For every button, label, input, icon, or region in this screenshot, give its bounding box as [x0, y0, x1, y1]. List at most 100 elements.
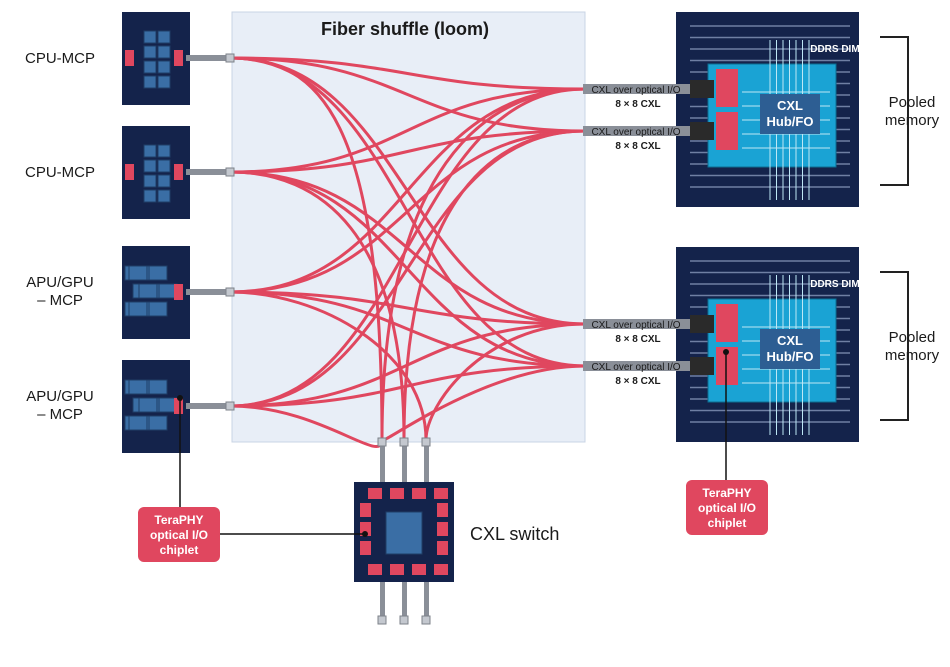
core-block — [157, 174, 171, 188]
core-block — [143, 144, 157, 158]
fiber-src2-port2 — [228, 129, 587, 174]
fiber-src3-port4 — [228, 290, 587, 368]
core-block — [128, 379, 148, 395]
core-block — [157, 159, 171, 173]
callout-dot — [723, 349, 729, 355]
core-block — [138, 283, 158, 299]
core-block — [143, 60, 157, 74]
callout-text-line2: optical I/O — [698, 501, 756, 515]
switch-top-cap — [399, 437, 409, 447]
source-chip-1: CPU-MCP — [25, 12, 235, 105]
cxl-switch-label: CXL switch — [470, 524, 559, 544]
source-connector-cap — [225, 287, 235, 297]
source-connector-tube — [186, 403, 228, 409]
port-tube — [583, 84, 690, 94]
hub-label-line1: CXL — [777, 98, 803, 113]
core-block — [157, 189, 171, 203]
core-block — [148, 415, 168, 431]
source-label-line1: APU/GPU — [26, 274, 94, 291]
core-block — [148, 265, 168, 281]
hub-label-line2: Hub/FO — [767, 114, 814, 129]
callout-text-line2: optical I/O — [150, 528, 208, 542]
core-block — [143, 189, 157, 203]
port-tube — [583, 319, 690, 329]
switch-chiplet — [368, 488, 382, 499]
hub-box — [760, 94, 820, 134]
switch-chiplet — [412, 564, 426, 575]
connector-housing — [690, 315, 714, 333]
switch-bottom-cap — [399, 615, 409, 625]
pool-bracket — [880, 271, 909, 421]
port-lanes: 8 × 8 CXL — [615, 376, 660, 387]
memory-port-3: CXL over optical I/O8 × 8 CXL — [583, 319, 690, 345]
pool-label-line1: Pooled — [889, 329, 936, 346]
callout-text-line3: chiplet — [708, 516, 747, 530]
fiber-port2-switch — [402, 129, 587, 442]
fiber-port4-switch — [380, 364, 587, 442]
hub-label-line2: Hub/FO — [767, 349, 814, 364]
hub-label-line1: CXL — [777, 333, 803, 348]
optical-chiplet — [716, 304, 738, 342]
pool-label-line2: memory — [885, 347, 940, 364]
source-label-line2: – MCP — [37, 406, 83, 423]
dimm-label: DDRS DIMM — [810, 279, 868, 290]
pool-label-line1: Pooled — [889, 94, 936, 111]
optical-chiplet — [716, 347, 738, 385]
switch-top-tube — [380, 442, 385, 482]
optical-chiplet — [174, 50, 183, 66]
fiber-shuffle-panel — [231, 11, 586, 443]
switch-bottom-cap — [421, 615, 431, 625]
fiber-src2-port1 — [228, 87, 587, 174]
switch-bottom-cap — [377, 615, 387, 625]
callout-box — [686, 480, 768, 535]
source-connector-cap — [225, 167, 235, 177]
optical-chiplet — [174, 284, 183, 300]
connector-housing — [690, 122, 714, 140]
port-tube — [583, 126, 690, 136]
port-tube — [583, 361, 690, 371]
port-label: CXL over optical I/O — [591, 320, 680, 331]
switch-chiplet — [360, 522, 371, 536]
optical-chiplet — [716, 112, 738, 150]
core-block — [157, 144, 171, 158]
source-label-line1: APU/GPU — [26, 388, 94, 405]
pool-bracket — [880, 36, 909, 186]
cxl-switch — [354, 437, 454, 625]
switch-bottom-tube — [424, 582, 429, 620]
fiber-src1-port2 — [228, 56, 587, 133]
port-label: CXL over optical I/O — [591, 127, 680, 138]
callout-dot — [362, 531, 368, 537]
core-block — [157, 75, 171, 89]
source-chip-3: APU/GPU– MCP — [26, 246, 235, 339]
switch-top-cap — [421, 437, 431, 447]
switch-top-tube — [424, 442, 429, 482]
fiber-bundle — [228, 56, 587, 448]
core-block — [143, 45, 157, 59]
source-label-line2: – MCP — [37, 292, 83, 309]
source-connector-tube — [186, 169, 228, 175]
source-connector-cap — [225, 401, 235, 411]
core-block — [128, 415, 148, 431]
callout-dot — [177, 395, 183, 401]
source-chip-4: APU/GPU– MCP — [26, 360, 235, 453]
connector-housing — [690, 357, 714, 375]
switch-die — [385, 511, 423, 555]
fiber-src2-switch — [228, 170, 406, 442]
fiber-src3-port2 — [228, 129, 587, 294]
source-connector-tube — [186, 289, 228, 295]
switch-chiplet — [360, 503, 371, 517]
switch-chiplet — [434, 564, 448, 575]
fiber-shuffle-title: Fiber shuffle (loom) — [321, 19, 489, 39]
switch-chiplet — [390, 488, 404, 499]
core-block — [143, 159, 157, 173]
core-block — [143, 30, 157, 44]
optical-chiplet — [716, 69, 738, 107]
callout-text-line1: TeraPHY — [154, 513, 203, 527]
fiber-port3-switch — [424, 322, 587, 442]
switch-chiplet — [390, 564, 404, 575]
